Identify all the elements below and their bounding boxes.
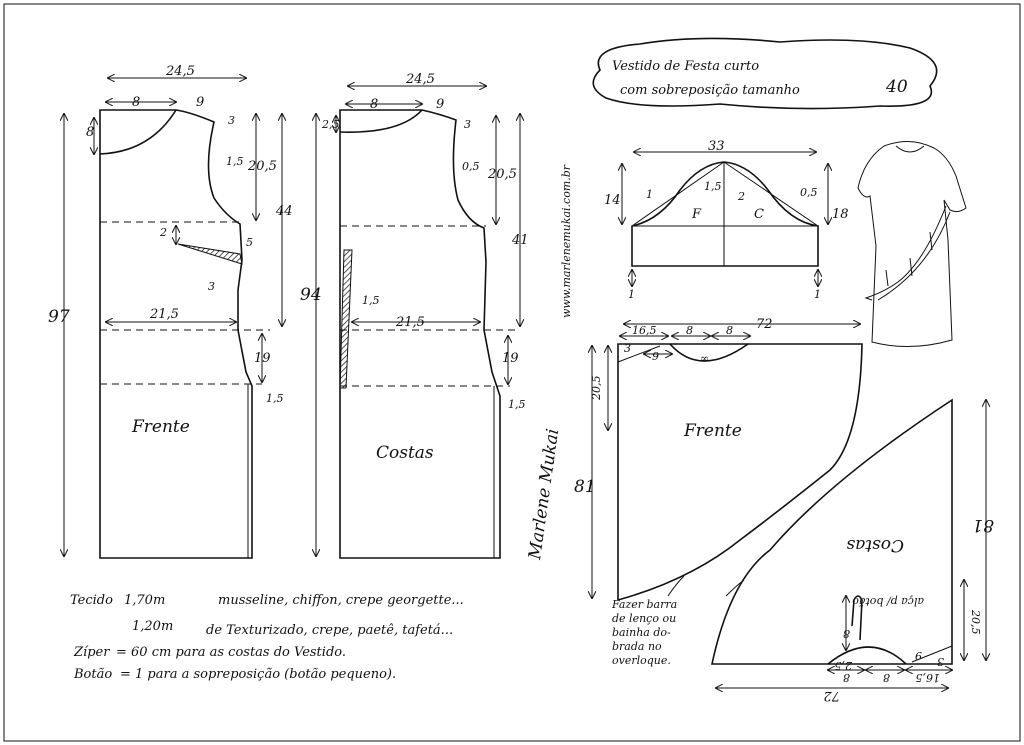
page-border	[3, 3, 1021, 742]
overlay-back-seg2-label: 8	[883, 671, 890, 684]
sleeve-c1-label: 1	[646, 188, 653, 201]
overlay-seg3-label: 8	[726, 324, 733, 337]
sleeve-back-mark: C	[754, 207, 764, 222]
back-width-label: 24,5	[405, 72, 435, 87]
overlay-back-width-label: 72	[823, 688, 840, 703]
button-desc: = 1 para a sopreposição (botão pequeno).	[120, 667, 396, 682]
front-side-label: 44	[275, 204, 293, 219]
overlay-length-label: 81	[574, 477, 596, 497]
website-text: www.marlenemukai.com.br	[560, 164, 573, 318]
dress-sketch-image	[857, 141, 967, 347]
overlay-back-s3-label: 3	[937, 655, 944, 668]
back-length-label: 94	[300, 285, 322, 305]
back-hem-flare-label: 1,5	[508, 398, 526, 411]
overlay-back-seg3-label: 8	[843, 671, 850, 684]
front-dart-width-label: 3	[208, 280, 215, 293]
front-width-label: 24,5	[165, 64, 195, 79]
fabric-label: Tecido	[70, 593, 113, 608]
front-neck-width-label: 8	[132, 95, 140, 110]
front-shoulder-label: 9	[196, 95, 204, 110]
sleeve-cap-left-label: 14	[604, 193, 621, 208]
front-dart-side-label: 5	[246, 236, 253, 249]
back-piece-name: Costas	[376, 443, 434, 463]
fabric-2-desc: de Texturizado, crepe, paetê, tafetá...	[206, 623, 453, 638]
front-bodice-piece	[64, 78, 282, 559]
front-hip-label: 19	[254, 351, 271, 366]
overlay-fold-mark: ∞	[700, 352, 709, 365]
fabric-1-desc: musseline, chiffon, crepe georgette...	[218, 593, 464, 608]
sleeve-piece	[622, 152, 828, 286]
signature: Marlene Mukai	[525, 427, 563, 561]
back-shoulder-label: 9	[436, 97, 444, 112]
overlay-s3-label: 3	[624, 342, 631, 355]
fabric-1-amount: 1,70m	[124, 593, 165, 608]
overlay-back-length-label: 81	[972, 515, 994, 535]
overlay-seg1-label: 16,5	[632, 324, 657, 337]
front-neck-depth-label: 8	[86, 125, 94, 140]
title-line-2: com sobreposição tamanho	[620, 83, 800, 98]
sleeve-b2-label: 1	[814, 288, 821, 301]
zipper-desc: = 60 cm para as costas do Vestido.	[116, 645, 346, 660]
sleeve-c4-label: 0,5	[800, 186, 818, 199]
back-hip-label: 19	[502, 351, 519, 366]
hem-note-arrow-2	[725, 579, 745, 597]
sleeve-width-label: 33	[708, 139, 725, 154]
back-zipper-ease-label: 1,5	[362, 294, 380, 307]
hem-note-box: Fazer barra de lenço ou bainha do- brada…	[612, 598, 678, 667]
front-shoulder-drop-label: 3	[228, 114, 235, 127]
back-armhole-label: 0,5	[462, 160, 480, 173]
back-side-label: 41	[511, 233, 529, 248]
sleeve-c2-label: 1,5	[704, 180, 722, 193]
title-size: 40	[885, 77, 908, 97]
overlay-back-s9-label: 9	[915, 649, 922, 662]
title-cloud	[592, 37, 938, 110]
overlay-front-piece	[592, 324, 863, 602]
back-neck-width-label: 8	[370, 97, 378, 112]
button-loop-note: alça p/ botão	[852, 595, 924, 608]
sleeve-front-mark: F	[691, 207, 702, 222]
overlay-seg2-label: 8	[686, 324, 693, 337]
front-dart-height-label: 2	[159, 226, 167, 239]
overlay-back-piece	[711, 398, 986, 688]
front-armhole-depth-label: 20,5	[247, 159, 277, 174]
loop-depth-label: 2,5	[835, 659, 854, 672]
back-shoulder-drop-label: 3	[464, 118, 471, 131]
overlay-back-armhole-label: 20,5	[969, 609, 982, 635]
sleeve-cap-right-label: 18	[832, 207, 849, 222]
title-line-1: Vestido de Festa curto	[612, 59, 759, 74]
front-hem-flare-label: 1,5	[266, 392, 284, 405]
front-piece-name: Frente	[131, 417, 190, 437]
front-length-label: 97	[48, 307, 70, 327]
sleeve-b1-label: 1	[628, 288, 635, 301]
fabric-2-amount: 1,20m	[132, 619, 173, 634]
overlay-top-width-label: 72	[756, 317, 773, 332]
sleeve-c3-label: 2	[737, 190, 745, 203]
back-bodice-piece	[316, 86, 520, 559]
loop-length-label: 8	[843, 627, 850, 640]
front-armhole-label: 1,5	[226, 155, 244, 168]
button-label: Botão	[73, 667, 112, 682]
overlay-front-name: Frente	[683, 421, 742, 441]
hem-note-arrow-1	[667, 575, 685, 597]
back-waist-label: 21,5	[395, 315, 425, 330]
overlay-s9-label: 9	[652, 350, 659, 363]
front-waist-label: 21,5	[149, 307, 179, 322]
back-armhole-depth-label: 20,5	[487, 167, 517, 182]
overlay-back-seg1-label: 16,5	[916, 671, 941, 684]
hem-note: Fazer barra de lenço ou bainha do- brada…	[612, 598, 678, 667]
overlay-back-name: Costas	[846, 535, 904, 555]
zipper-label: Zíper	[73, 645, 110, 660]
back-neck-depth-label: 2,5	[321, 118, 340, 131]
overlay-armhole-label: 20,5	[590, 376, 603, 402]
